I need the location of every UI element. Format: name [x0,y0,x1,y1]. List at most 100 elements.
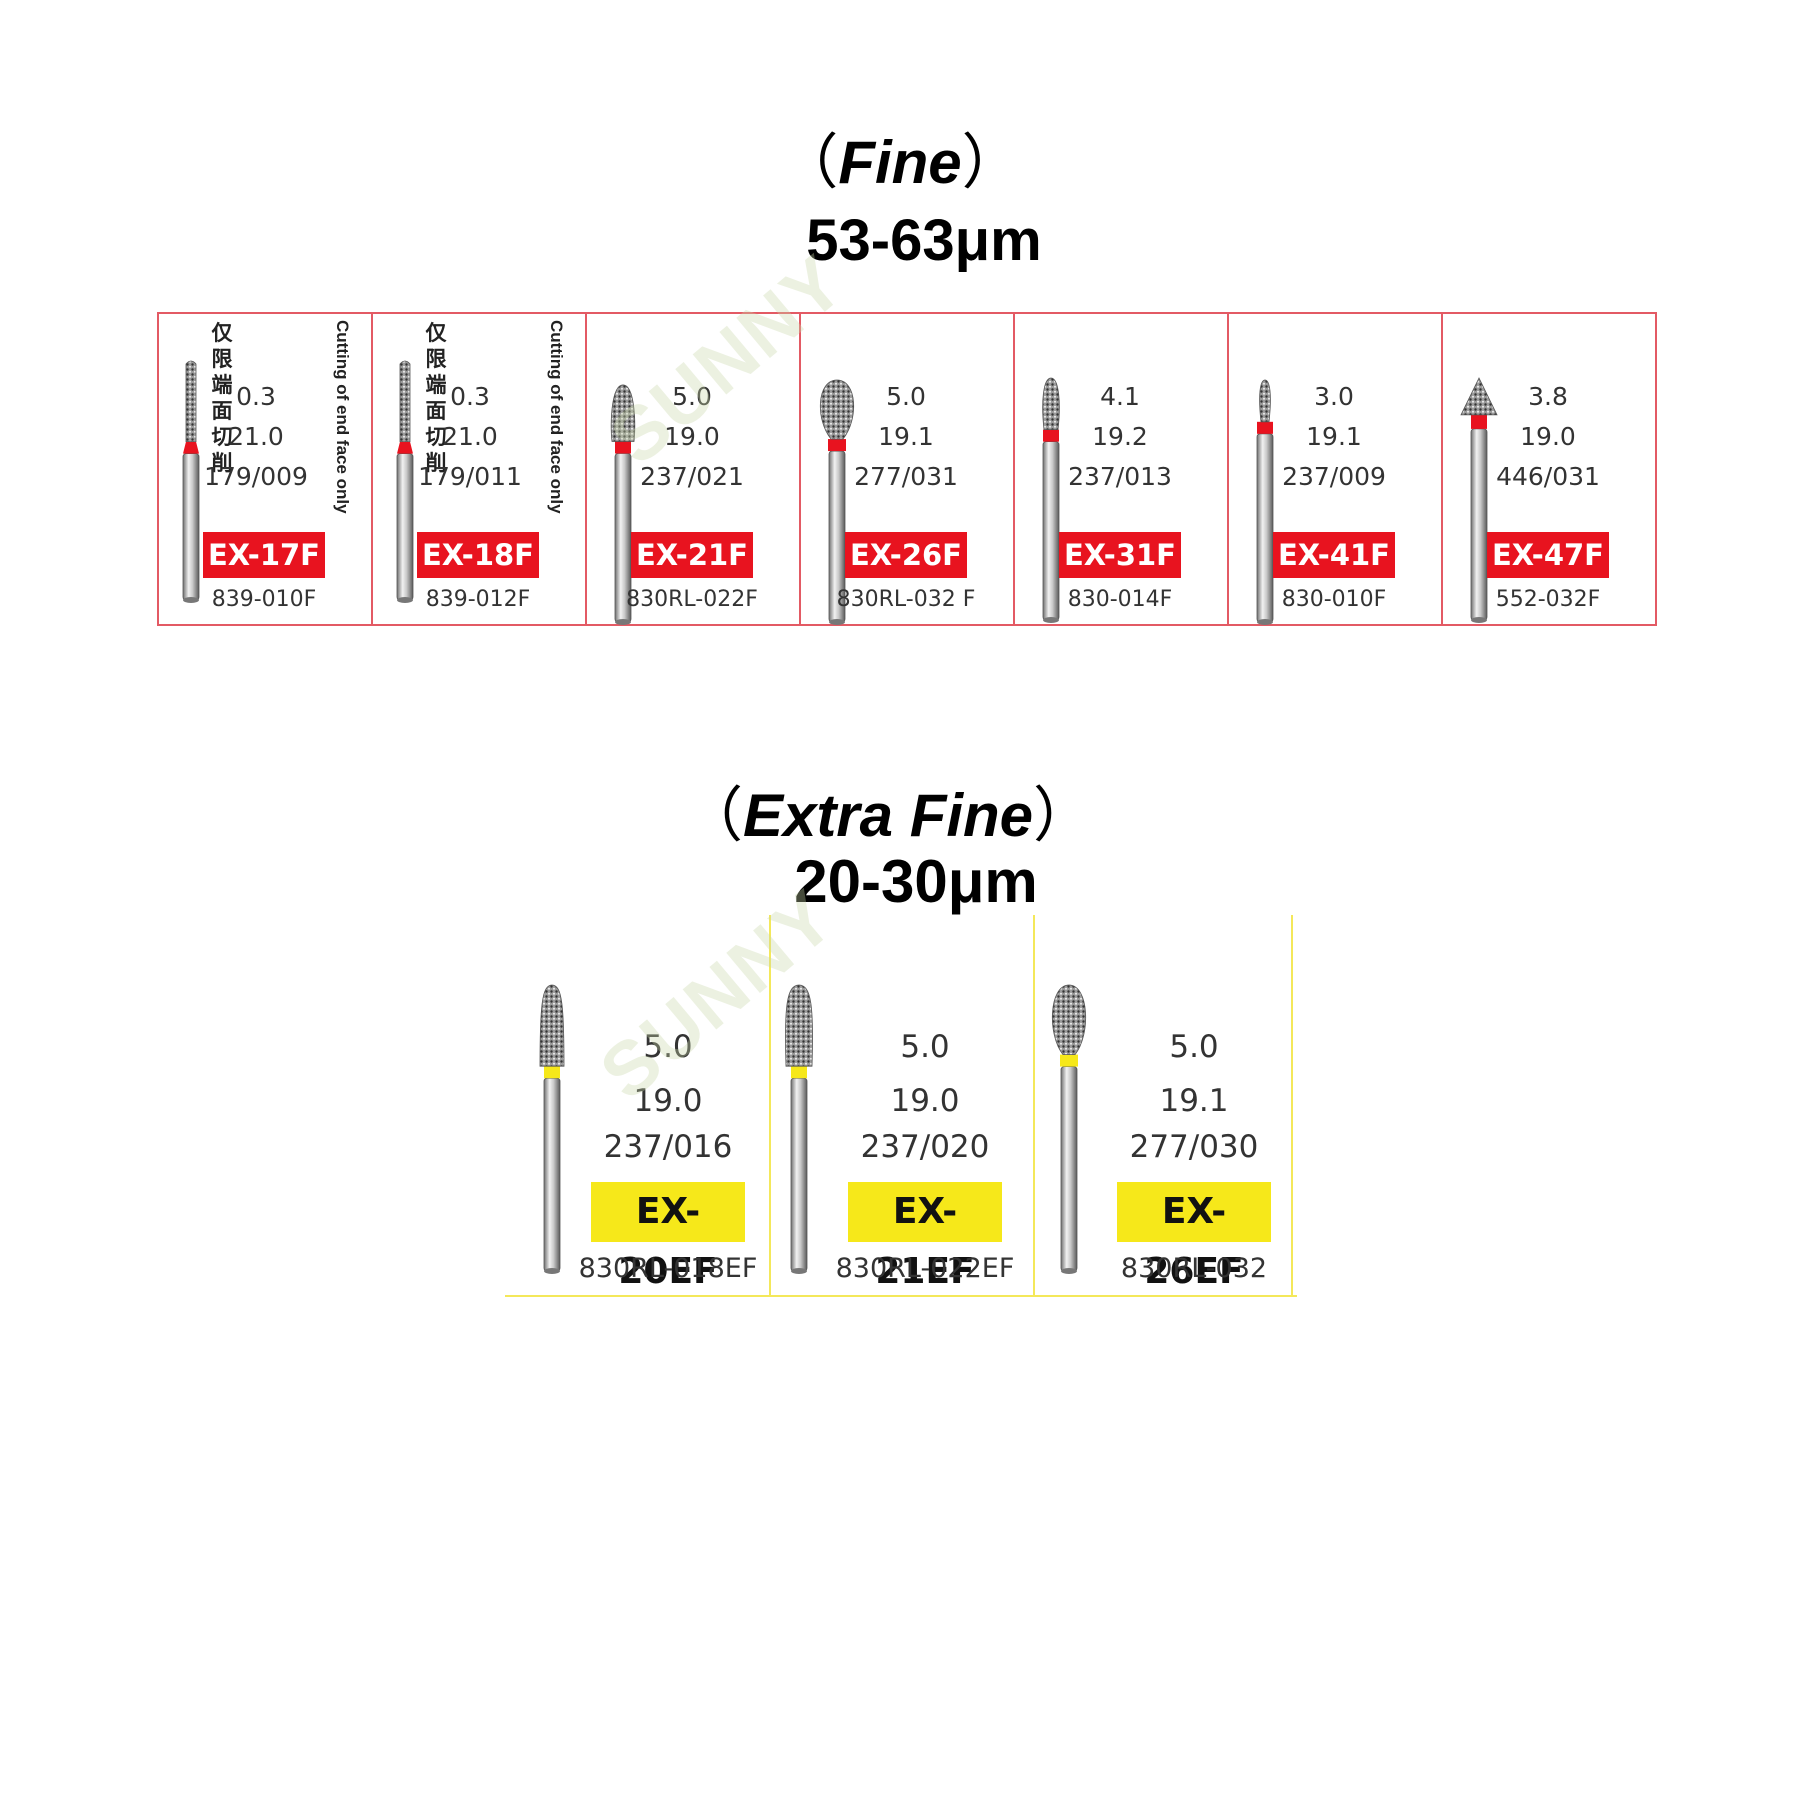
spec-d: 0.3 [236,382,276,411]
part-code: 830-010F [1281,587,1387,612]
spec-l: 21.0 [228,422,284,451]
bur-icon [1042,377,1060,623]
spec-iso: 237/009 [1282,462,1386,491]
cn-note-char: 削 [211,451,233,475]
grid-line [157,624,1655,626]
grid-line [769,915,771,1297]
spec-iso: 277/030 [1129,1129,1259,1165]
spec-d: 0.3 [450,382,490,411]
bur-icon [785,984,813,1274]
spec-l: 19.0 [1520,422,1576,451]
spec-l: 19.1 [1306,422,1362,451]
fine-title-close: ） [961,129,1022,196]
grid-line [371,312,373,626]
part-code: 839-012F [425,587,531,612]
spec-iso: 237/016 [603,1129,733,1165]
cn-note-char: 限 [425,347,447,371]
grid-line [799,312,801,626]
spec-l: 21.0 [442,422,498,451]
grid-line [1013,312,1015,626]
model-badge: EX-26EF [1117,1182,1271,1292]
grid-line [585,312,587,626]
grid-line [1655,312,1657,626]
cn-note-char: 限 [211,347,233,371]
spec-l: 19.0 [633,1083,703,1119]
model-badge: EX-21F [631,532,753,578]
bur-icon [820,379,854,625]
spec-d: 5.0 [643,1029,693,1065]
spec-iso: 237/021 [640,462,744,491]
part-code: 830RL-022EF [835,1253,1015,1284]
spec-iso: 237/013 [1068,462,1172,491]
bur-icon [539,984,565,1274]
bur-icon [1256,379,1274,625]
cn-note-char: 端 [211,373,233,397]
spec-d: 5.0 [900,1029,950,1065]
grid-line [1441,312,1443,626]
cn-note-char: 切 [211,425,233,449]
model-badge: EX-47F [1487,532,1609,578]
cn-note: 仅限端面切削 [209,320,235,476]
bur-icon [182,360,200,603]
spec-iso: 179/009 [204,462,308,491]
grid-line [1033,915,1035,1297]
spec-iso: 277/031 [854,462,958,491]
spec-l: 19.0 [664,422,720,451]
spec-l: 19.1 [1159,1083,1229,1119]
spec-d: 5.0 [1169,1029,1219,1065]
grid-line [157,312,1655,314]
cn-note-char: 面 [211,399,233,423]
fine-title: （Fine） [0,133,1800,193]
spec-d: 4.1 [1100,382,1140,411]
spec-l: 19.2 [1092,422,1148,451]
cn-note-char: 仅 [425,321,447,345]
grid-line [505,1295,1297,1297]
spec-d: 3.0 [1314,382,1354,411]
part-code: 839-010F [211,587,317,612]
part-code: 830RL-032 [1120,1253,1268,1284]
fine-grit: 53-63μm [806,208,1042,273]
model-badge: EX-17F [203,532,325,578]
fine-title-open: （ [778,129,839,196]
cn-note-char: 削 [425,451,447,475]
grid-line [1291,915,1293,1297]
spec-l: 19.0 [890,1083,960,1119]
spec-d: 5.0 [886,382,926,411]
extra-fine-title-close: ） [1033,782,1094,849]
spec-iso: 446/031 [1496,462,1600,491]
part-code: 552-032F [1495,587,1601,612]
cn-note-char: 切 [425,425,447,449]
model-badge: EX-26F [845,532,967,578]
part-code: 830RL-032 F [836,587,976,612]
part-code: 830RL-018EF [578,1253,758,1284]
part-code: 830RL-022F [626,587,758,612]
extra-fine-title-open: （ [682,782,743,849]
extra-fine-title-word: Extra Fine [742,782,1034,849]
cn-note: 仅限端面切削 [423,320,449,476]
bur-icon [1460,377,1498,623]
extra-fine-grit: 20-30μm [794,848,1038,915]
model-badge: EX-20EF [591,1182,745,1292]
cn-note-char: 端 [425,373,447,397]
en-note: Cutting of end face only [547,320,566,514]
spec-iso: 237/020 [860,1129,990,1165]
model-badge: EX-18F [417,532,539,578]
model-badge: EX-41F [1273,532,1395,578]
cn-note-char: 面 [425,399,447,423]
part-code: 830-014F [1067,587,1173,612]
bur-icon [396,360,414,603]
bur-icon [1052,984,1086,1274]
spec-d: 3.8 [1528,382,1568,411]
